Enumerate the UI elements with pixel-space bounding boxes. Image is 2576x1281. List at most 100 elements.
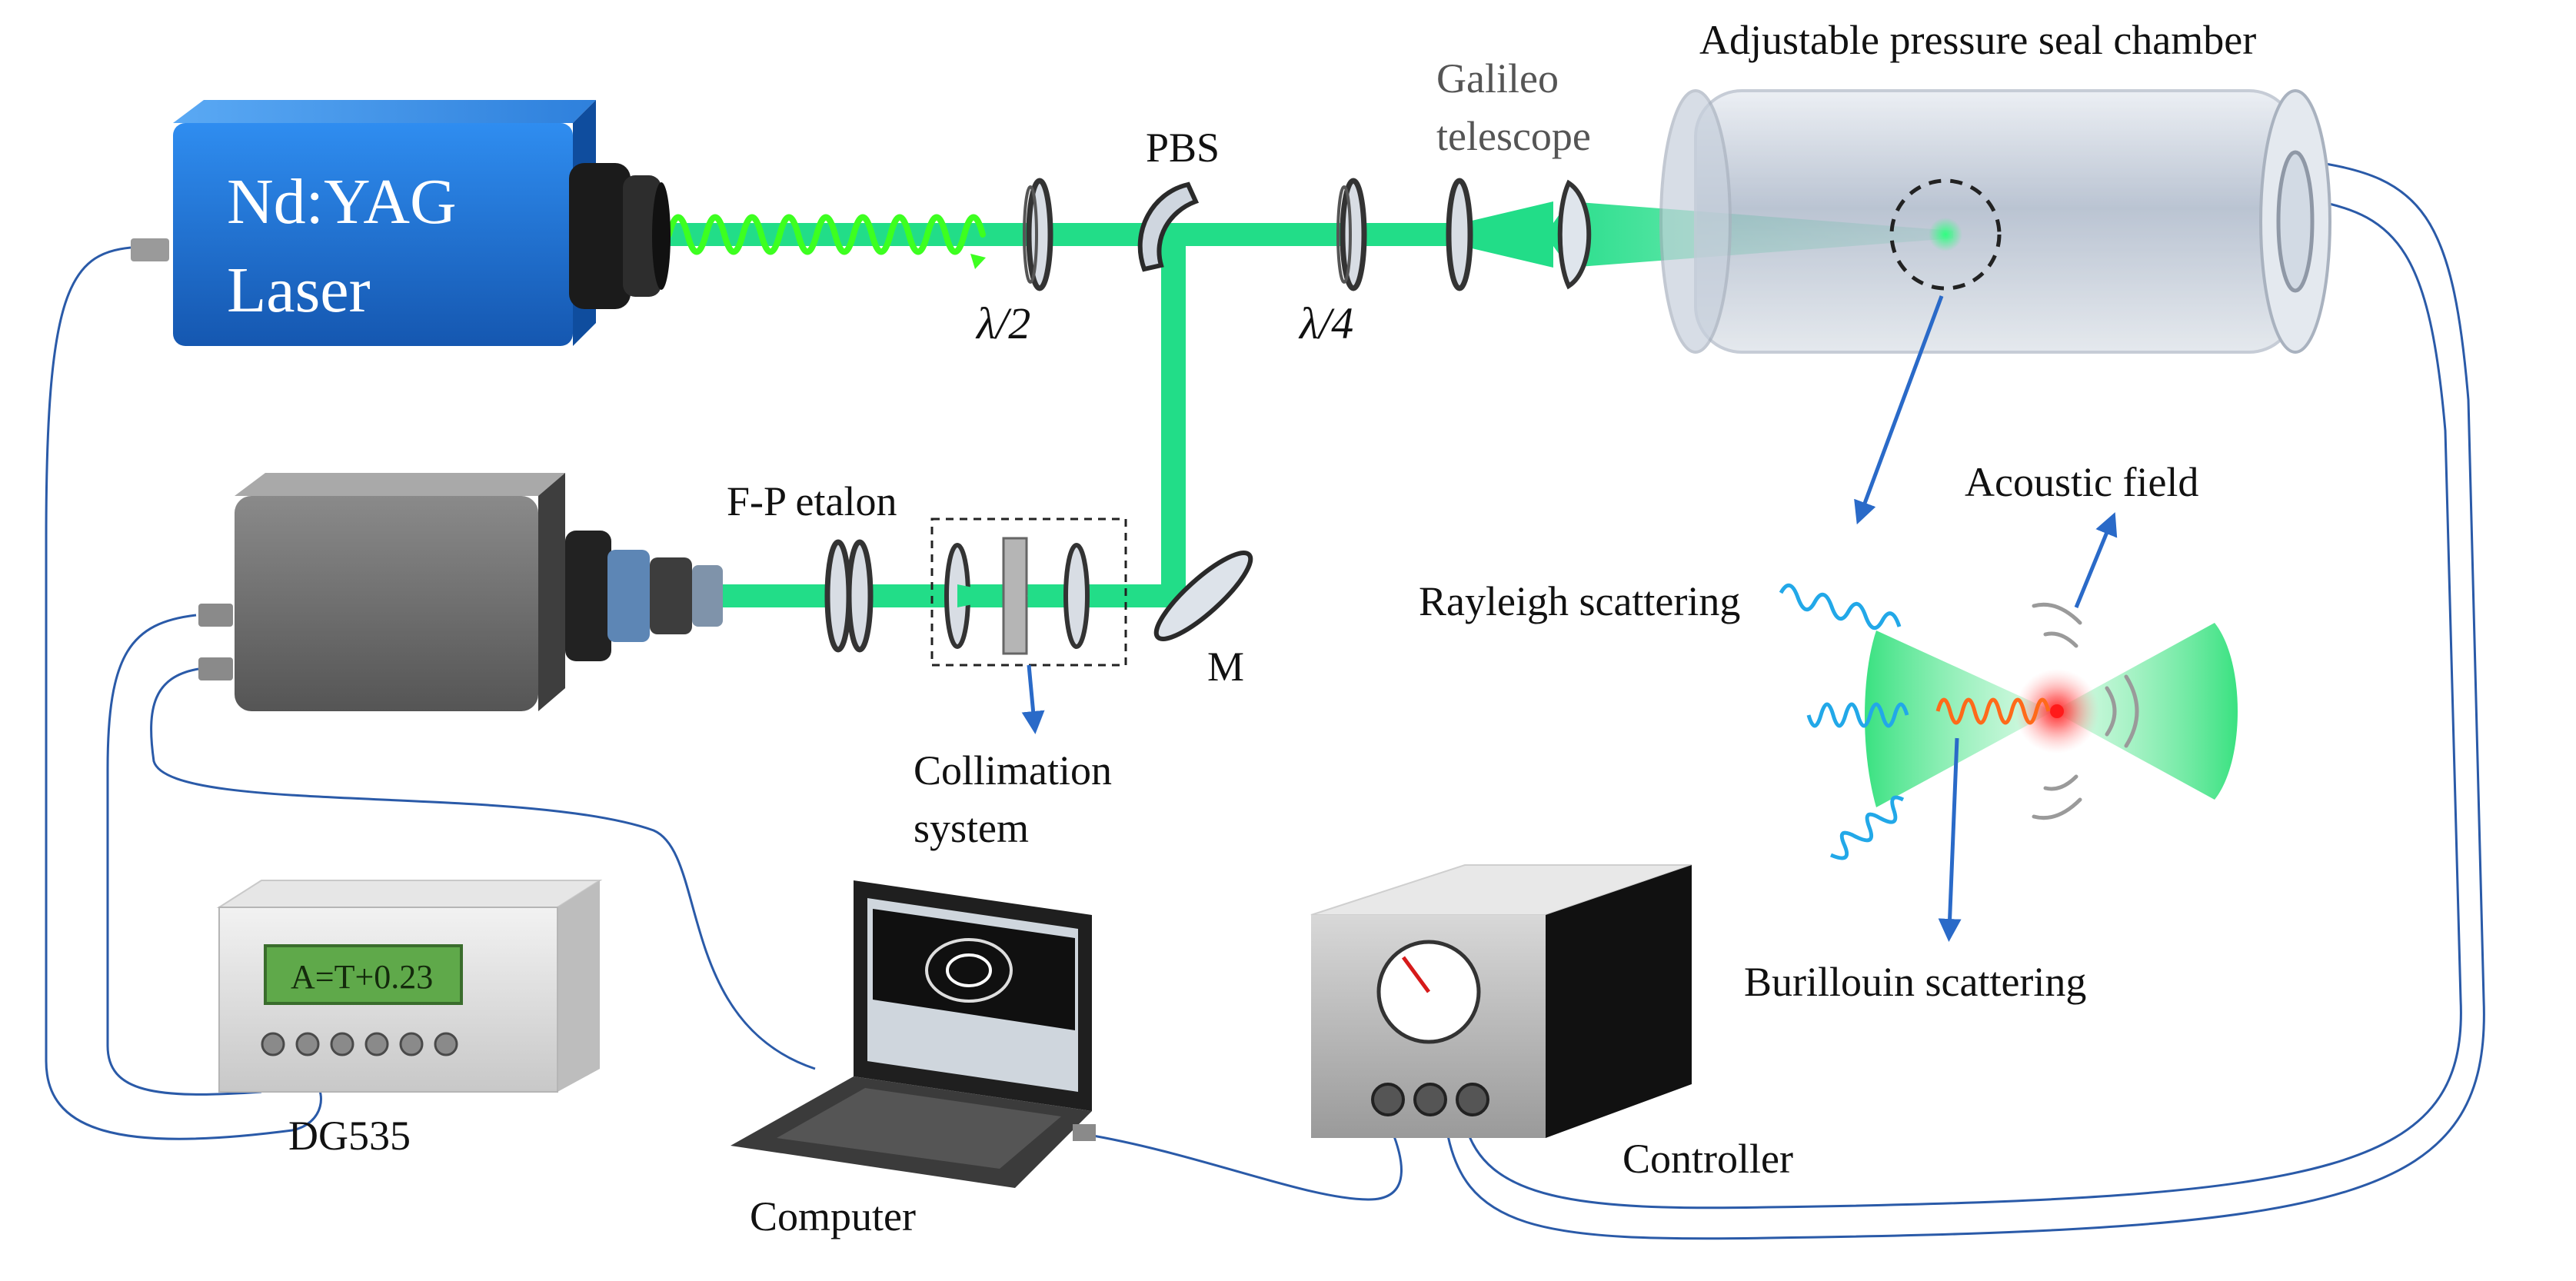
laser-top-face [173,100,596,123]
laser-lens-housing [569,163,631,309]
icccd-connector-1 [198,604,233,627]
sound-arcs-icon [2032,602,2139,820]
controller-unit [1310,864,1692,1138]
laser-title-line2: Laser [227,255,371,326]
brillouin-wave-icon [1935,697,2051,725]
delay-side-face [557,880,600,1092]
quarter-wave-plate [1336,178,1367,291]
cable-chamber-to-controller-b [1463,198,2462,1209]
delay-knob-icon [330,1032,354,1056]
mirror-label: M [1207,644,1244,690]
half-wave-plate-label: λ/2 [975,298,1030,348]
mirror-m [1153,551,1253,641]
laser-emission-wave-icon [666,214,986,255]
delay-label: DG535 [288,1113,411,1159]
controller-knobs [1371,1083,1489,1116]
collimation-label-line1: Collimation [914,747,1112,794]
chamber-label: Adjustable pressure seal chamber [1699,17,2256,63]
beam-telescope-taper [1446,201,1553,268]
laptop-image [873,909,1075,1030]
telescope-lens-2-icon [1557,179,1592,290]
laser-aperture [652,182,671,290]
delay-knob-icon [434,1032,458,1056]
delay-display-text: A=T+0.23 [291,958,433,996]
icccd-lens-base [565,531,611,661]
etalon-plate-1-icon [824,539,852,653]
cable-laser-to-delay [45,246,322,1140]
fp-etalon [824,539,874,653]
quarter-wave-plate-label: λ/4 [1298,298,1353,348]
telescope-label-line2: telescope [1436,113,1591,159]
brillouin-arrow [1938,737,1962,942]
icccd-front-face [235,496,538,711]
laptop-keyboard [777,1088,1061,1169]
cable-computer-to-controller [1083,1130,1403,1201]
polarizing-beam-splitter [1137,181,1200,272]
collimation-arrow [1021,664,1045,734]
zoom-arrow [1854,295,1944,525]
delay-knobs [261,1032,458,1056]
telescope-label-line1: Galileo [1436,55,1559,101]
wave-arrow-icon [970,254,986,269]
focus-highlight [1889,178,2002,291]
acoustic-arrow [2074,512,2118,608]
controller-side-face [1546,865,1692,1138]
controller-label: Controller [1622,1136,1793,1182]
quarter-wave-plate-lens-icon [1340,178,1367,291]
icccd-side-face [538,473,565,711]
cable-chamber-to-controller-a [1444,160,2485,1240]
focus-dot [1929,218,1962,251]
icccd-camera [198,473,723,711]
collimation-label-line2: system [914,805,1029,851]
interference-ring-icon [925,938,1013,1003]
laser-unit: Nd:YAG Laser [131,100,671,346]
cables [45,160,2485,1240]
telescope-lens-1-icon [1446,178,1473,291]
laser-connector [131,238,169,261]
cable-icccd-to-computer [150,667,816,1070]
delay-knob-icon [364,1032,389,1056]
half-wave-plate-lens-icon [1026,178,1053,291]
icccd-lens-blue [607,550,650,642]
etalon-label: F-P etalon [727,478,897,524]
controller-knob-icon [1371,1083,1405,1116]
controller-knob-icon [1456,1083,1489,1116]
icccd-top-face [235,473,565,496]
delay-generator: A=T+0.23 [216,880,603,1093]
scattering-inset [1779,512,2238,942]
right-cone [2053,623,2238,800]
rayleigh-label: Rayleigh scattering [1419,578,1740,624]
pressure-chamber [1659,89,2331,354]
controller-knob-icon [1413,1083,1447,1116]
chamber-body [1694,89,2297,354]
icccd-connector-2 [198,657,233,680]
cable-icccd-to-delay [106,614,262,1096]
delay-display [264,944,463,1005]
delay-knob-icon [295,1032,320,1056]
laser-title-line1: Nd:YAG [227,166,457,238]
chamber-window [2276,150,2315,293]
mirror-m-icon [1153,551,1253,641]
icccd-lens-ring [650,557,692,634]
controller-needle [1401,956,1431,993]
collimation-pinhole [1002,537,1028,655]
beam-vertical [1161,235,1186,588]
brillouin-label: Burillouin scattering [1744,959,2086,1005]
collimation-focus [957,584,1015,607]
collimation-system [930,517,1127,734]
acoustic-field-label: Acoustic field [1965,459,2198,505]
rayleigh-wave-bottom-icon [1830,795,1905,860]
computer-label: Computer [750,1193,916,1239]
galileo-telescope [1446,178,1592,291]
pbs-label: PBS [1146,125,1220,171]
laptop-connector [1073,1124,1096,1141]
laser-front-face [173,123,573,346]
rayleigh-wave-top-icon [1779,584,1902,630]
pbs-mirror-icon [1137,181,1200,272]
rayleigh-wave-mid-icon [1806,702,1909,728]
chamber-left-end [1659,89,1732,354]
collimation-lens-2-icon [1063,543,1090,649]
half-wave-plate [1023,178,1053,291]
delay-top-face [216,880,603,908]
